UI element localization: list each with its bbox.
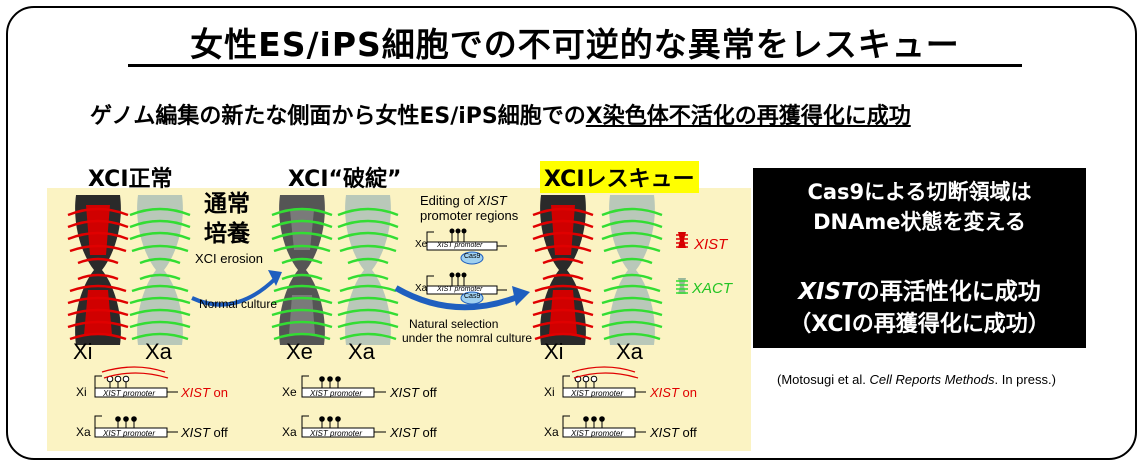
arrow1-en-bottom: Normal culture bbox=[199, 297, 278, 311]
row1-xi-status: XIST on bbox=[181, 385, 228, 400]
label-xi-3: Xi bbox=[544, 339, 564, 364]
rounded-frame bbox=[6, 6, 1137, 460]
arrow1-en-top: XCI erosion bbox=[195, 251, 263, 266]
xist-legend-glyph bbox=[676, 232, 688, 248]
row3-xi-status: XIST on bbox=[650, 385, 697, 400]
construct-xe-label: Xe bbox=[415, 239, 428, 250]
edit-construct-xe bbox=[426, 228, 507, 265]
arrow-editing-head bbox=[512, 286, 530, 306]
title-underline bbox=[128, 64, 1022, 67]
header-xci-rescue: XCIレスキュー bbox=[540, 161, 699, 193]
row2-xa-promoter: XIST promoter bbox=[310, 429, 363, 438]
row2-xa-label: Xa bbox=[282, 425, 297, 439]
header-xci-erosion: XCI“破綻” bbox=[288, 167, 402, 192]
row3-xi-promoter: XIST promoter bbox=[571, 389, 624, 398]
result-line2: DNAme状態を変える bbox=[813, 210, 1026, 234]
promoter-row-1-xi bbox=[94, 366, 178, 398]
subtitle: ゲノム編集の新たな側面から女性ES/iPS細胞でのX染色体不活化の再獲得化に成功 bbox=[90, 98, 1070, 130]
construct-xa-label: Xa bbox=[415, 283, 428, 294]
row1-xi-label: Xi bbox=[76, 385, 87, 399]
label-xa-3: Xa bbox=[616, 339, 643, 364]
result-line1: Cas9による切断領域は bbox=[807, 180, 1032, 204]
subtitle-part2: X染色体不活化の再獲得化に成功 bbox=[585, 104, 911, 129]
row2-xe-status: XIST off bbox=[390, 385, 437, 400]
page-title: 女性ES/iPS細胞での不可逆的な異常をレスキュー bbox=[190, 25, 960, 64]
result-line3: XISTの再活性化に成功 bbox=[798, 279, 1041, 305]
xa-chromosome-1 bbox=[128, 195, 192, 345]
label-xi-1: Xi bbox=[73, 339, 93, 364]
arrow2-top-line1: Editing of XIST bbox=[420, 193, 507, 208]
row1-xi-promoter: XIST promoter bbox=[103, 389, 156, 398]
row1-xa-label: Xa bbox=[76, 425, 91, 439]
xi-chromosome-3 bbox=[531, 195, 595, 345]
promoter-row-3-xi bbox=[562, 366, 646, 398]
construct-xe-promoter: XIST promoter bbox=[437, 242, 483, 249]
xa-chromosome-2 bbox=[336, 195, 400, 345]
promoter-row-1-xa bbox=[94, 415, 178, 438]
xi-chromosome-1 bbox=[66, 195, 130, 345]
row3-xi-label: Xi bbox=[544, 385, 555, 399]
arrow2-bottom-line2: under the nomral culture bbox=[402, 331, 533, 345]
xact-legend-glyph bbox=[676, 278, 688, 294]
xa-chromosome-3 bbox=[600, 195, 664, 345]
row3-xa-label: Xa bbox=[544, 425, 559, 439]
arrow2-bottom-line1: Natural selection bbox=[409, 317, 499, 331]
result-box: Cas9による切断領域は DNAme状態を変える XISTの再活性化に成功 （X… bbox=[753, 168, 1086, 348]
label-xa-2: Xa bbox=[348, 339, 375, 364]
row3-xa-promoter: XIST promoter bbox=[571, 429, 624, 438]
cas9-label-2: Cas9 bbox=[464, 293, 481, 300]
xe-chromosome bbox=[270, 195, 334, 345]
arrow1-jp-line1: 通常 bbox=[204, 191, 250, 217]
legend-xact: XACT bbox=[692, 280, 733, 297]
citation: (Motosugi et al. Cell Reports Methods. I… bbox=[777, 372, 1056, 387]
construct-xa-promoter: XIST promoter bbox=[437, 286, 483, 293]
arrow-normal-culture-head bbox=[268, 270, 282, 286]
row2-xe-promoter: XIST promoter bbox=[310, 389, 363, 398]
label-xa-1: Xa bbox=[145, 339, 172, 364]
label-xe-2: Xe bbox=[286, 339, 313, 364]
subtitle-part1: ゲノム編集の新たな側面から女性ES/iPS細胞での bbox=[90, 104, 586, 129]
promoter-row-3-xa bbox=[562, 415, 646, 438]
promoter-row-2-xa bbox=[301, 415, 386, 438]
row3-xa-status: XIST off bbox=[650, 425, 697, 440]
edit-construct-xa bbox=[426, 272, 507, 305]
arrow-editing bbox=[394, 285, 522, 311]
arrow-normal-culture bbox=[191, 276, 278, 307]
header-xci-normal: XCI正常 bbox=[88, 167, 173, 192]
result-line4: （XCIの再獲得化に成功） bbox=[789, 312, 1050, 337]
row1-xa-promoter: XIST promoter bbox=[103, 429, 156, 438]
legend-xist: XIST bbox=[694, 236, 728, 253]
arrow2-top-line2: promoter regions bbox=[420, 208, 519, 223]
promoter-row-2-xe bbox=[301, 375, 386, 398]
row2-xe-label: Xe bbox=[282, 385, 297, 399]
arrow1-jp-line2: 培養 bbox=[204, 221, 250, 247]
row2-xa-status: XIST off bbox=[390, 425, 437, 440]
cas9-label-1: Cas9 bbox=[464, 253, 481, 260]
row1-xa-status: XIST off bbox=[181, 425, 228, 440]
